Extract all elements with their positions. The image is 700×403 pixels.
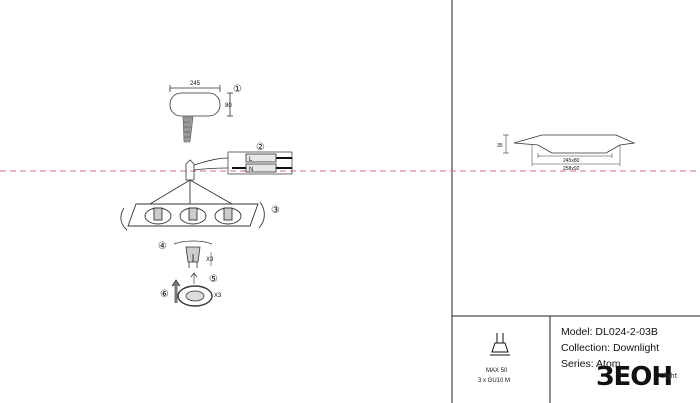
- gu10-lamp-icon: [173, 240, 213, 268]
- profile-depth-label: 35: [497, 143, 503, 149]
- terminal-n-label: N: [249, 167, 253, 173]
- cutout-dimension-label: 245x80: [563, 158, 580, 164]
- top-dimension-label: 245: [190, 81, 201, 87]
- downlight-frame: [120, 179, 265, 231]
- collection-label: Collection: Downlight: [561, 342, 660, 354]
- step-4-label: ④: [158, 241, 167, 252]
- lamp-type-label: 3 x GU10 M: [478, 378, 511, 384]
- terminal-l-label: L: [249, 157, 253, 163]
- cutout-template: [169, 85, 233, 117]
- step-6-label: ⑥: [160, 289, 169, 300]
- step-3-label: ③: [271, 205, 280, 216]
- wiring-assembly: [185, 151, 293, 181]
- brand-subtitle: Light: [660, 372, 678, 380]
- step-1-label: ①: [233, 84, 242, 95]
- model-label: Model: DL024-2-03B: [561, 326, 658, 338]
- side-profile-view: [503, 134, 636, 166]
- ring-quantity-label: X3: [214, 293, 222, 299]
- series-label: Series: Atom: [561, 358, 621, 370]
- outer-dimension-label: 258x92: [563, 166, 580, 172]
- saw-icon: [182, 116, 194, 143]
- step-5-label: ⑤: [209, 274, 218, 285]
- lamp-quantity-label: X3: [206, 257, 214, 263]
- brand-logo: ЗЕОН: [596, 362, 673, 392]
- lamp-symbol-icon: [490, 333, 510, 356]
- step-2-label: ②: [256, 142, 265, 153]
- trim-ring-icon: [171, 272, 213, 307]
- side-dimension-label: 80: [225, 103, 232, 109]
- max-power-label: MAX 50: [486, 368, 508, 374]
